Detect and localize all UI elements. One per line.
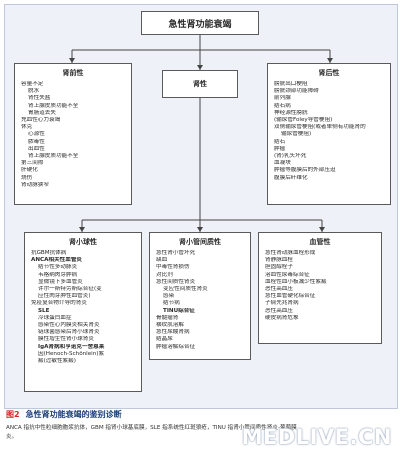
list-item: 神经源性膀胱 <box>274 109 308 116</box>
list-item: 结石 <box>274 138 286 145</box>
list-item: 结节性多动脉炎 <box>38 264 78 271</box>
list-item: 充血性心力衰竭 <box>21 117 61 124</box>
vascular-list: 急性肾动脉血栓形成肾静脉血栓胆固醇栓子溶血性尿毒综合征血栓性血小板减少性紫癜恶性… <box>265 250 375 322</box>
list-item: 前列腺 <box>274 95 291 102</box>
tubulointerstitial-box: 肾小管间质性 急性肾小管坏死缺血中毒性肾损伤对比剂急性间质性肾炎变应性间质性肾炎… <box>149 232 251 360</box>
figure-caption: 图2 急性肾功能衰竭的鉴别诊断 <box>6 409 122 420</box>
list-item: 胃肠道丢失 <box>28 109 56 116</box>
list-item: 横纹肌溶解 <box>156 322 184 329</box>
list-item: 肿瘤溶解综合征 <box>156 343 196 350</box>
list-item: 膀胱颈部功能障碍 <box>274 88 319 95</box>
list-item: 膜性增生性肾小球肾炎 <box>38 336 94 343</box>
watermark-logo: MEDLIVE.CN <box>241 425 392 449</box>
postrenal-list: 膀胱出口梗阻膀胱颈部功能障碍前列腺结石病神经源性膀胱(输尿管Foley导管梗阻)… <box>274 81 384 182</box>
list-item: 急性肾动脉血栓形成 <box>265 250 316 256</box>
list-item: 硬皮病肾危象 <box>265 314 299 321</box>
list-item: 急性尿酸肾病 <box>156 329 190 336</box>
list-item: 脱水 <box>28 88 40 95</box>
list-item: 血凝块 <box>274 160 291 167</box>
list-item: 抗GBM抗体病 <box>31 250 67 256</box>
list-item: 恶性高血压 <box>265 307 293 314</box>
list-item: 链球菌感染后肾小球肾炎 <box>38 329 100 336</box>
abbreviation-note: ANCA 指抗中性粒细胞胞浆抗体，GBM 指肾小球基底膜，SLE 指系统性红斑狼… <box>6 425 297 440</box>
list-item: 肾上腺皮质功能不全 <box>28 153 79 160</box>
list-item: 应性肉芽肿性血管炎) <box>38 293 91 300</box>
list-item: 结石病 <box>274 102 291 109</box>
list-item: 结节病 <box>163 300 180 307</box>
list-item: 烧伤 <box>21 174 33 181</box>
postrenal-box: 肾后性 膀胱出口梗阻膀胱颈部功能障碍前列腺结石病神经源性膀胱(输尿管Foley导… <box>267 63 391 205</box>
list-item: 血栓性血小板减少性紫癜 <box>265 278 327 285</box>
list-item: 子痫先兆肾病 <box>265 300 299 307</box>
list-item: 恶性高血压 <box>265 286 293 293</box>
list-item: 感染性心内膜炎相关肾炎 <box>38 322 100 329</box>
renal-box: 肾性 <box>162 70 238 98</box>
list-item: 心源性 <box>28 131 45 138</box>
prerenal-list: 容量不足脱水肾性失盐肾上腺皮质功能不全胃肠道丢失充血性心力衰竭休克心源性脓毒性出… <box>21 81 125 189</box>
list-item: 急性肾小管坏死 <box>156 250 196 256</box>
list-item: 急性间质性肾炎 <box>156 278 196 285</box>
list-item: IgA肾病和亨诺克一舍恩莱 <box>38 343 105 350</box>
list-item: 胆固醇栓子 <box>265 264 293 271</box>
list-item: 感染 <box>163 293 175 300</box>
list-item: 冷球蛋白血症 <box>38 314 72 321</box>
list-item: 对比剂 <box>156 271 173 278</box>
list-item: 第三间隙 <box>21 160 44 167</box>
list-item: 中毒性肾损伤 <box>156 264 190 271</box>
list-item: 因(Henoch-Schönlein)紫 <box>38 350 105 357</box>
list-item: 膀胱出口梗阻 <box>274 81 308 87</box>
list-item: 结晶尿 <box>156 336 173 343</box>
list-item: 肾静脉血栓 <box>265 257 293 264</box>
vascular-header: 血管性 <box>309 238 331 246</box>
list-item: 肝硬化 <box>21 167 38 174</box>
list-item: 脓毒性 <box>28 138 45 145</box>
list-item: 容量不足 <box>21 81 44 87</box>
list-item: 急性血管硬化综合征 <box>265 293 316 300</box>
list-item: 骨髓瘤肾 <box>156 314 179 321</box>
list-item: 韦格纳肉芽肿病 <box>38 271 78 278</box>
list-item: 许尔一斯特劳斯综合征(变 <box>38 286 102 293</box>
list-item: (肾)乳头坏死 <box>274 153 307 160</box>
list-item: 肾性失盐 <box>28 95 51 102</box>
list-item: 休克 <box>21 124 33 131</box>
prerenal-header: 肾前性 <box>62 69 84 77</box>
list-item: 腹膜后纤维化 <box>274 174 308 181</box>
list-item: ANCA相关性血管炎 <box>31 257 83 264</box>
figure-number: 图2 <box>6 410 20 419</box>
list-item: 癜(过敏性紫癜) <box>38 358 76 365</box>
glomerular-header: 肾小球性 <box>69 238 97 246</box>
list-item: (输尿管Foley导管梗阻) <box>274 117 333 124</box>
root-box: 急性肾功能衰竭 <box>141 11 259 35</box>
list-item: 缺血 <box>156 257 168 264</box>
list-item: TINU综合征 <box>163 307 195 314</box>
renal-header: 肾性 <box>193 80 207 88</box>
list-item: 变应性间质性肾炎 <box>163 286 208 293</box>
list-item: 肾动脉狭窄 <box>21 181 49 188</box>
list-item: SLE <box>38 307 50 314</box>
list-item: 肿瘤等腹膜后的外部压迫 <box>274 167 336 174</box>
list-item: 免疫复合物介导的肾炎 <box>31 300 87 307</box>
list-item: 显微镜下多血管炎 <box>38 278 83 285</box>
vascular-box: 血管性 急性肾动脉血栓形成肾静脉血栓胆固醇栓子溶血性尿毒综合征血栓性血小板减少性… <box>258 232 382 344</box>
tubulointerstitial-header: 肾小管间质性 <box>179 238 221 246</box>
prerenal-box: 肾前性 容量不足脱水肾性失盐肾上腺皮质功能不全胃肠道丢失充血性心力衰竭休克心源性… <box>14 63 132 205</box>
list-item: 双侧输尿管梗阻(或者单侧有功能肾的 <box>274 124 366 131</box>
figure-caption-text: 急性肾功能衰竭的鉴别诊断 <box>25 410 122 419</box>
list-item: 肾上腺皮质功能不全 <box>28 102 79 109</box>
list-item: 溶血性尿毒综合征 <box>265 271 310 278</box>
list-item: 出血性 <box>28 145 45 152</box>
postrenal-header: 肾后性 <box>318 69 340 77</box>
root-title: 急性肾功能衰竭 <box>168 19 232 30</box>
list-item: 输尿管梗阻) <box>281 131 312 138</box>
list-item: 肿瘤 <box>274 145 286 152</box>
